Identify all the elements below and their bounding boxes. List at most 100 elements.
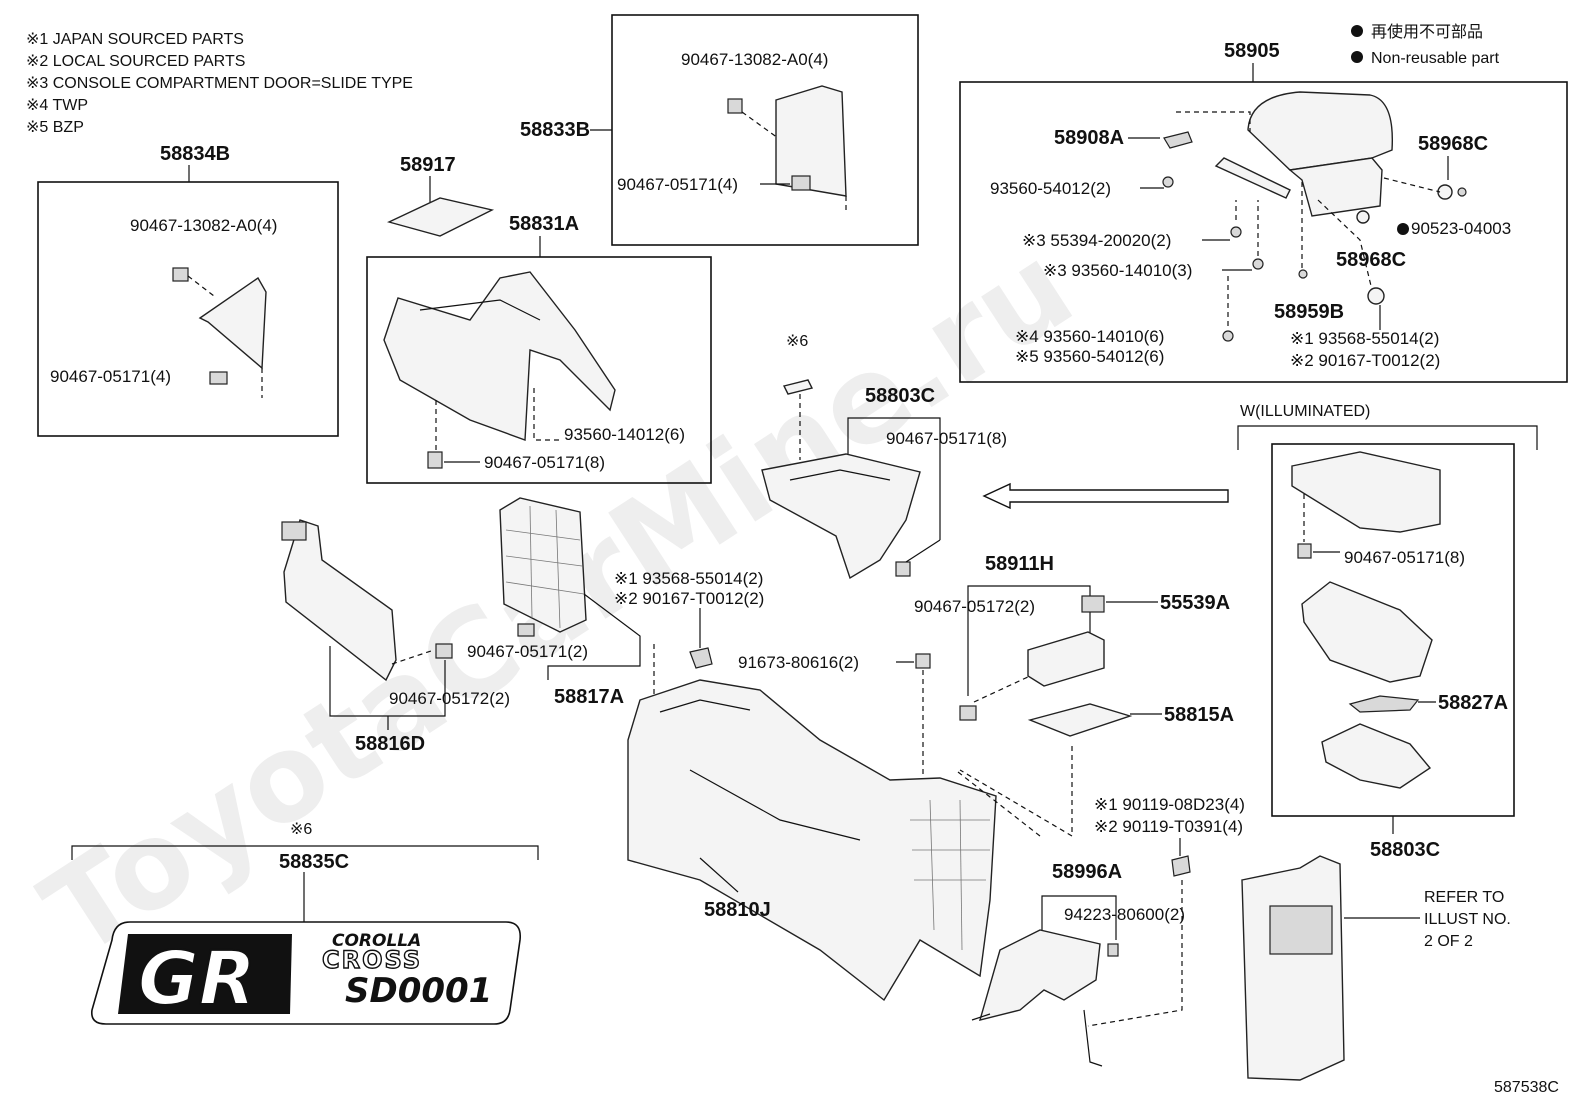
clip-part (517, 623, 535, 637)
group-58815A: 58815A (959, 703, 1234, 838)
armrest-part-58905 (1247, 91, 1394, 171)
group-center-bolts: ※1 93568-55014(2) ※2 90167-T0012(2) (614, 569, 764, 700)
label-58917: 58917 (400, 154, 456, 176)
label-illuminated: W(ILLUMINATED) (1240, 403, 1370, 420)
label-58968C-2: 58968C (1336, 249, 1406, 271)
cap-part-58968C (1437, 184, 1453, 200)
note-5: ※5 BZP (26, 119, 84, 136)
latch-part-58908A (1163, 131, 1193, 149)
screw-icon (1162, 176, 1174, 188)
refer-line-1: REFER TO (1424, 889, 1504, 906)
label-93560-54012: 93560-54012(2) (990, 179, 1111, 198)
legend: 再使用不可部品 Non-reusable part (1351, 23, 1500, 67)
clip-part (209, 371, 228, 385)
label-58815A: 58815A (1164, 704, 1234, 726)
label-58905: 58905 (1224, 40, 1280, 62)
label-93568-c: ※1 93568-55014(2) (614, 569, 763, 588)
non-reusable-dot-icon (1351, 25, 1363, 37)
label-90167-c: ※2 90167-T0012(2) (614, 589, 764, 608)
legend-en: Non-reusable part (1371, 50, 1500, 67)
label-58996A: 58996A (1052, 861, 1122, 883)
label-58968C-1: 58968C (1418, 133, 1488, 155)
legend-jp: 再使用不可部品 (1371, 23, 1483, 41)
mat-part-58827A (1348, 695, 1420, 713)
emblem-line-2: CROSS (322, 946, 422, 974)
label-star6-top: ※6 (786, 333, 808, 350)
bracket-part (1214, 157, 1291, 199)
label-93568-r: ※1 93568-55014(2) (1290, 329, 1439, 348)
non-reusable-dot-icon (1351, 51, 1363, 63)
note-1: ※1 JAPAN SOURCED PARTS (26, 31, 244, 48)
label-58833B: 58833B (520, 119, 590, 141)
label-91673: 91673-80616(2) (738, 653, 859, 672)
console-body-part-58810J (627, 679, 997, 1002)
group-58831A: 58831A 90467-05171(8) 93560-14012(6) (366, 213, 712, 484)
mat-part-58815A (1027, 703, 1133, 737)
group-58810J: 58810J (627, 679, 997, 1002)
label-90467-05171-2: 90467-05171(2) (467, 642, 588, 661)
rear-panel-part (1241, 855, 1345, 1081)
note-4: ※4 TWP (26, 97, 88, 114)
label-93560-14010-3: ※3 93560-14010(3) (1043, 261, 1192, 280)
emblem-line-1: COROLLA (332, 931, 421, 951)
label-58908A: 58908A (1054, 127, 1124, 149)
label-93560-54012-6: ※5 93560-54012(6) (1015, 347, 1164, 366)
box-58834B (37, 181, 339, 437)
note-2: ※2 LOCAL SOURCED PARTS (26, 53, 245, 70)
clip-part (172, 267, 189, 282)
console-part-58831A (383, 271, 616, 441)
box-58831A (366, 256, 712, 484)
label-90467-05172-2: 90467-05172(2) (914, 597, 1035, 616)
panel-part-58833B (775, 85, 847, 197)
label-58831A-clip: 90467-05171(8) (484, 453, 605, 472)
arrow-icon (982, 482, 1229, 510)
label-star6-bot: ※6 (290, 821, 312, 838)
group-58905: 58905 58908A 93560-54012(2) 58968C 90523… (959, 40, 1568, 383)
label-93560-14010-6: ※4 93560-14010(6) (1015, 327, 1164, 346)
group-91673: 91673-80616(2) (738, 653, 931, 790)
clip-part (791, 175, 811, 191)
group-58996A: ※1 90119-08D23(4) ※2 90119-T0391(4) 5899… (957, 771, 1245, 1067)
group-58911H: 58911H 90467-05172(2) 55539A (914, 553, 1230, 721)
clip-part (895, 561, 911, 577)
group-58817A: 90467-05171(2) 58817A (467, 497, 641, 708)
box-58905 (959, 81, 1568, 383)
refer-line-2: ILLUST NO. (1424, 911, 1511, 928)
label-58827A: 58827A (1438, 692, 1508, 714)
label-58803C-bot: 58803C (1370, 839, 1440, 861)
bolt-icon (1171, 855, 1191, 877)
bracket-part (281, 521, 307, 541)
group-refer: REFER TO ILLUST NO. 2 OF 2 (1241, 855, 1511, 1081)
nut-icon (1457, 187, 1467, 197)
nut-icon (1107, 943, 1119, 957)
group-illuminated: W(ILLUMINATED) 90467-05171(8) 58827A 588… (1237, 403, 1538, 861)
label-58831A-screw: 93560-14012(6) (564, 425, 685, 444)
group-58816D: 90467-05172(2) 58816D (281, 519, 510, 755)
fastener-part (1367, 287, 1385, 305)
screw-icon (1252, 258, 1264, 270)
clip-part (959, 705, 977, 721)
label-90467-05172-2b: 90467-05172(2) (389, 689, 510, 708)
label-58816D: 58816D (355, 733, 425, 755)
plate-part (782, 379, 814, 395)
switch-panel-part-58911H (1027, 631, 1105, 687)
label-58834B-clip: 90467-13082-A0(4) (130, 216, 277, 235)
label-58833B-clip: 90467-13082-A0(4) (681, 50, 828, 69)
clip-part (727, 98, 743, 114)
label-55394: ※3 55394-20020(2) (1022, 231, 1171, 250)
clip-part (435, 643, 453, 659)
mat-part-58917 (386, 197, 495, 237)
label-58833B-clip2: 90467-05171(4) (617, 175, 738, 194)
cup-holder-upper-part (1291, 451, 1441, 533)
group-58834B: 58834B 90467-13082-A0(4) 90467-05171(4) (37, 143, 339, 437)
drawing-id: 587538C (1494, 1079, 1559, 1096)
label-58959B: 58959B (1274, 301, 1344, 323)
switch-part-55539A (1081, 595, 1105, 613)
label-94223: 94223-80600(2) (1064, 905, 1185, 924)
clip-part (1297, 543, 1312, 559)
screw-icon (1230, 226, 1242, 238)
panel-part-58834B (198, 276, 267, 370)
gr-logo-text: GR (138, 936, 256, 1022)
